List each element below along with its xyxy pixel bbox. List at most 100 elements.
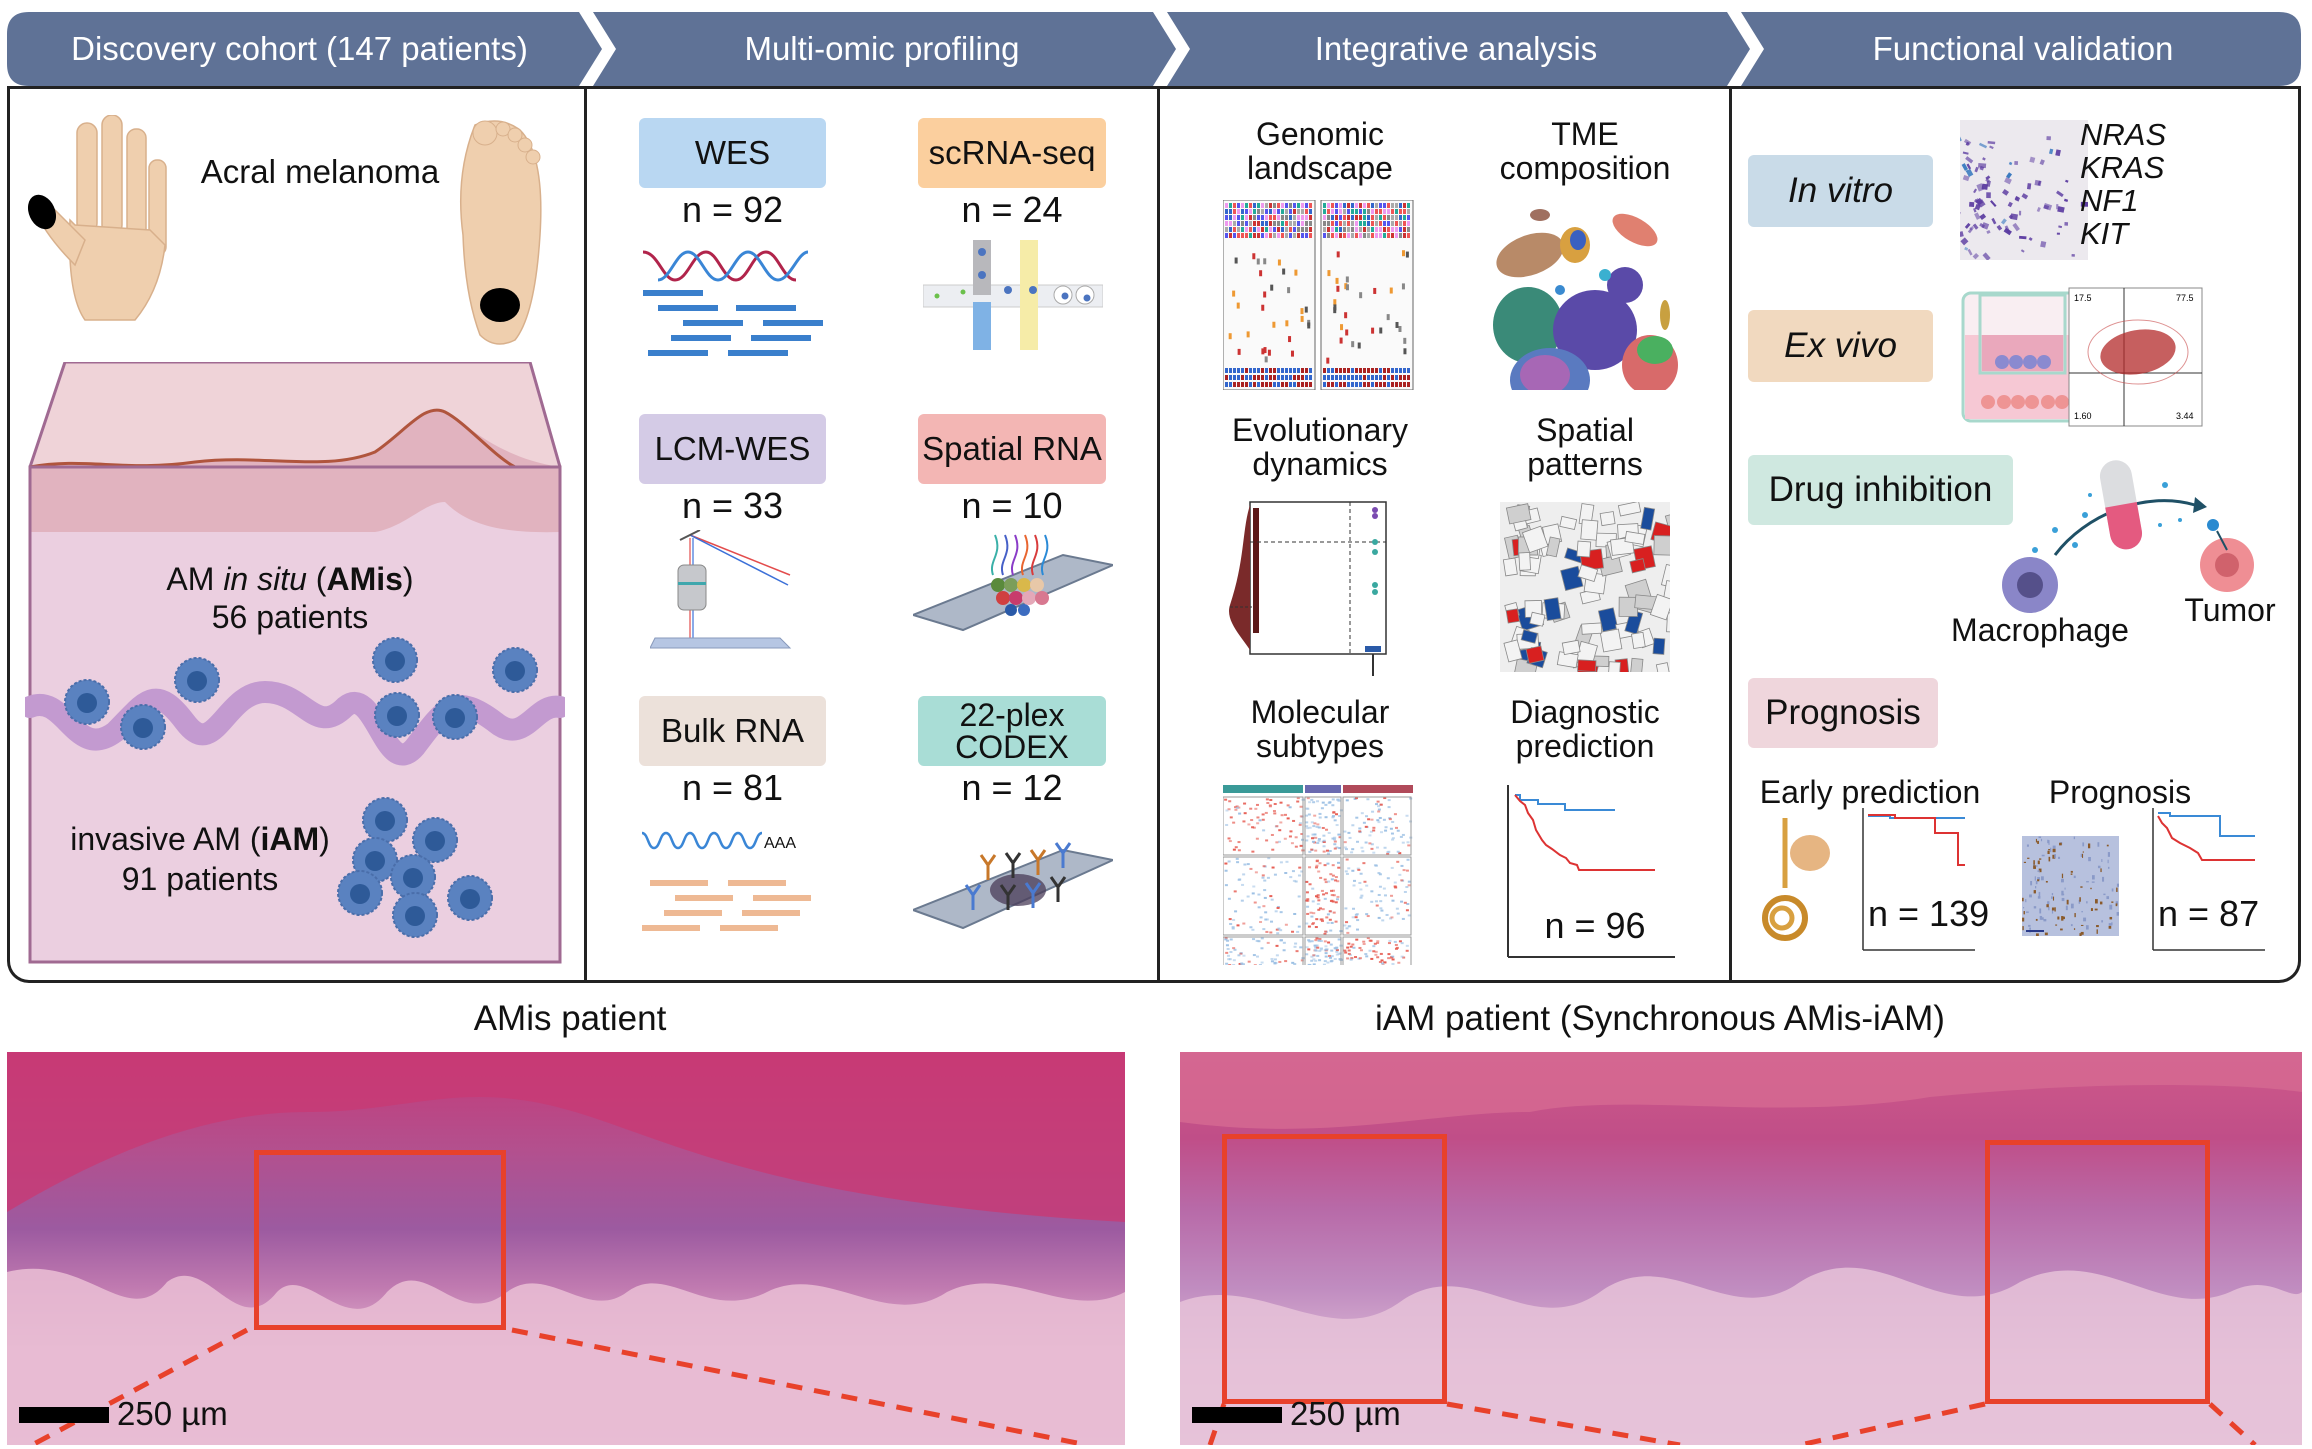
melanoma-cell-icon	[412, 817, 458, 863]
crystal-violet-stain-image	[1822, 120, 2089, 298]
gene-nras: NRAS	[2080, 117, 2167, 152]
mrna-reads-icon: AAA	[641, 831, 811, 931]
histology-image-amis: 250 µm	[7, 1052, 1125, 1445]
chevron-step-1	[7, 12, 602, 86]
lesion-spot	[27, 194, 57, 230]
chevron-step-4	[1741, 12, 2301, 86]
melanoma-cell-icon	[390, 854, 436, 900]
macrophage-label: Macrophage	[1951, 612, 2129, 648]
early-prediction-n: n = 139	[1868, 893, 1990, 934]
prognosis-subtitle: Prognosis	[2048, 774, 2192, 810]
heatmap-icon	[1223, 785, 1413, 965]
flow-q3: 1.60	[2074, 411, 2092, 421]
assay-scrna-n: n = 24	[961, 189, 1063, 230]
chevron-step-2	[593, 12, 1176, 86]
antibody-slide-icon	[913, 842, 1113, 930]
scale-bar-iam	[1192, 1407, 1282, 1423]
assay-wes: WES	[639, 118, 826, 188]
melanoma-cell-icon	[337, 870, 383, 916]
melanoma-cell-icon	[447, 875, 493, 921]
macrophage-icon	[2002, 557, 2058, 613]
gene-kit: KIT	[2080, 216, 2129, 251]
pill-icon	[2099, 460, 2143, 550]
roi-box-iam-right	[1985, 1140, 2210, 1404]
divider-1	[584, 86, 587, 983]
roi-zoom-lines-iam	[1207, 1401, 2257, 1445]
assay-spatial-rna: Spatial RNA	[918, 414, 1106, 484]
microfluidic-droplet-icon	[923, 240, 1103, 350]
laser-microscope-icon	[650, 530, 792, 649]
histology-left-title: AMis patient	[473, 999, 667, 1038]
assay-lcm-wes-n: n = 33	[681, 485, 784, 526]
umap-icon	[1493, 209, 1678, 390]
survival-curve-icon	[1507, 785, 1675, 958]
clonal-density-plot-icon	[1229, 501, 1387, 676]
header-chevrons	[7, 12, 2301, 86]
panels-frame	[7, 86, 2301, 983]
voronoi-map-icon	[1500, 502, 1670, 672]
he-stain-amis	[7, 1052, 1125, 1445]
tumor-label: Tumor	[2184, 592, 2276, 628]
histology-image-iam: 250 µm	[1180, 1052, 2302, 1445]
melanoma-cell-icon	[492, 647, 538, 693]
amis-count: 56 patients	[211, 599, 369, 635]
drug-inhibition-illustration	[2002, 460, 2254, 613]
divider-3	[1729, 86, 1732, 983]
assay-bulk-rna: Bulk RNA	[639, 696, 826, 766]
assay-codex: 22-plex CODEX	[918, 696, 1106, 766]
skin-diagram	[25, 362, 565, 964]
melanoma-cell-icon	[362, 797, 408, 843]
assay-lcm-wes: LCM-WES	[639, 414, 826, 484]
melanoma-cell-icon	[432, 694, 478, 740]
melanoma-cell-icon	[174, 657, 220, 703]
flow-q4: 3.44	[2176, 411, 2194, 421]
roi-zoom-lines-amis	[30, 1327, 1088, 1445]
scale-label-amis: 250 µm	[117, 1395, 228, 1432]
melanoma-cell-icon	[392, 892, 438, 938]
assay-wes-n: n = 92	[681, 189, 784, 230]
tumor-cell-icon	[2200, 519, 2254, 592]
scale-bar-amis	[19, 1407, 109, 1423]
lesion-spot	[480, 288, 520, 322]
step-multiomic: Multi-omic profiling	[744, 30, 1020, 67]
poly-a-tail: AAA	[764, 835, 796, 852]
roi-box-amis	[254, 1150, 506, 1330]
he-stain-iam	[1180, 1052, 2302, 1445]
drug-inhibition-tag: Drug inhibition	[1748, 455, 2013, 525]
acral-melanoma-label: Acral melanoma	[200, 153, 440, 190]
histology-right-title: iAM patient (Synchronous AMis-iAM)	[1375, 999, 1945, 1038]
iam-count: 91 patients	[121, 861, 279, 897]
spatial-slide-icon	[913, 534, 1113, 632]
iam-label: invasive AM (iAM)	[70, 821, 330, 857]
assay-spatial-rna-n: n = 10	[961, 485, 1063, 526]
dna-reads-icon	[642, 250, 823, 356]
chevron-step-3	[1167, 12, 1750, 86]
divider-2	[1157, 86, 1160, 983]
hand-icon	[27, 115, 167, 321]
foot-icon	[459, 120, 542, 345]
melanoma-cell-icon	[120, 704, 166, 750]
oncoprint-icon	[1223, 200, 1414, 390]
diagnostic-n: n = 96	[1544, 905, 1646, 946]
prognosis-n: n = 87	[2158, 893, 2260, 934]
workflow-header: Discovery cohort (147 patients) Multi-om…	[7, 12, 2301, 86]
gene-kras: KRAS	[2080, 150, 2165, 185]
prognosis-tag: Prognosis	[1748, 678, 1938, 748]
flow-q2: 77.5	[2176, 293, 2194, 303]
transwell-icon	[1961, 291, 2084, 423]
assay-codex-n: n = 12	[961, 767, 1063, 808]
scale-label-iam: 250 µm	[1290, 1395, 1401, 1432]
assay-scrna: scRNA-seq	[918, 118, 1106, 188]
step-discovery: Discovery cohort (147 patients)	[71, 30, 528, 67]
early-prediction-title: Early prediction	[1759, 774, 1981, 810]
ex-vivo-tag: Ex vivo	[1748, 310, 1933, 382]
prognosis-km-plot	[2152, 808, 2265, 951]
in-vitro-tag: In vitro	[1748, 155, 1933, 227]
gene-nf1: NF1	[2080, 183, 2139, 218]
